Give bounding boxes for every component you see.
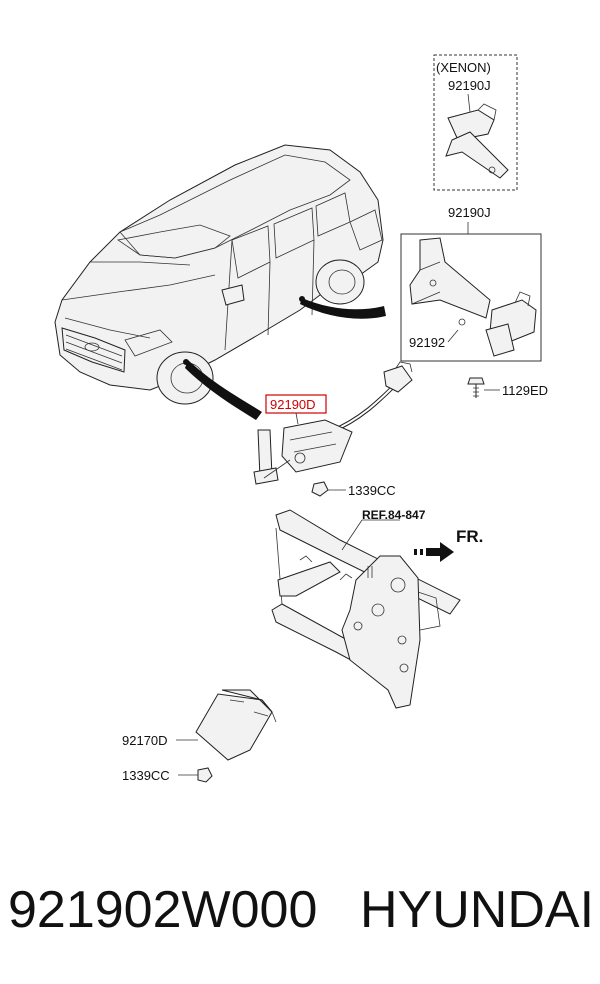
- callout-92190D: 92190D: [270, 397, 316, 412]
- control-unit-92170D: 92170D: [122, 689, 277, 761]
- vehicle-illustration: [54, 144, 386, 420]
- height-sensor-92190D: 92190D: [253, 361, 413, 485]
- callout-1339CC-top: 1339CC: [348, 483, 396, 498]
- front-direction-indicator: FR.: [414, 527, 483, 562]
- callout-1129ED: 1129ED: [502, 383, 548, 398]
- callout-92190J: 92190J: [448, 205, 491, 220]
- callout-1339CC-bottom: 1339CC: [122, 768, 170, 783]
- callout-92170D: 92170D: [122, 733, 168, 748]
- brand-text: HYUNDAI: [360, 881, 595, 939]
- callout-92192: 92192: [409, 335, 445, 350]
- callout-92190J-xenon: 92190J: [448, 78, 491, 93]
- callout-ref: REF.84-847: [362, 508, 426, 522]
- suspension-assembly: REF.84-847: [271, 508, 461, 709]
- part-number-text: 921902W000: [8, 881, 318, 939]
- nut-1339CC-bottom: 1339CC: [122, 767, 213, 783]
- screw-1129ED: 1129ED: [467, 377, 548, 398]
- nut-1339CC-top: 1339CC: [311, 481, 396, 498]
- leveling-unit-box: 92190J 92192: [400, 205, 542, 362]
- fr-label: FR.: [456, 527, 483, 546]
- xenon-label: (XENON): [436, 60, 491, 75]
- xenon-variant-box: (XENON) 92190J: [433, 54, 518, 191]
